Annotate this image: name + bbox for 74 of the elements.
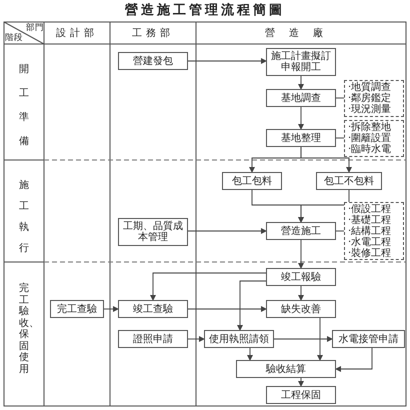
process-box xyxy=(266,129,336,147)
box-label: 營造施工 xyxy=(281,226,321,236)
list-item: ‧地質調查 xyxy=(348,82,392,93)
process-box xyxy=(316,172,382,190)
box-label: 竣工查驗 xyxy=(133,304,173,314)
arrow xyxy=(298,106,304,130)
arrow xyxy=(335,348,372,372)
box-label: 基地調查 xyxy=(281,92,321,104)
arrow xyxy=(188,336,205,342)
process-box xyxy=(266,386,336,404)
stage-label: 施工執行 xyxy=(19,178,29,256)
arrow xyxy=(274,336,333,342)
arrow xyxy=(298,76,304,90)
process-box xyxy=(266,300,336,318)
process-box xyxy=(204,330,274,348)
arrow xyxy=(150,272,266,301)
list-item: ‧假設工程 xyxy=(348,204,392,214)
process-box xyxy=(118,330,188,348)
box-label: 使用執照請領 xyxy=(209,334,269,344)
arrow xyxy=(247,348,253,361)
arrow xyxy=(237,280,266,331)
process-box xyxy=(50,300,104,318)
box-label: 水電接管申請 xyxy=(338,334,398,344)
box-label: 證照申請 xyxy=(133,334,173,344)
process-box xyxy=(222,172,282,190)
stage-label: 開工準備 xyxy=(19,63,29,149)
arrow xyxy=(188,228,267,234)
process-box xyxy=(332,330,405,348)
process-box xyxy=(266,89,336,107)
arrow xyxy=(298,240,304,269)
box-label: 工程保固 xyxy=(281,390,321,400)
arrow xyxy=(298,378,304,387)
arrow xyxy=(298,286,304,301)
list-item: ‧圍籬設置 xyxy=(348,133,392,144)
box-label: 包工包料 xyxy=(232,176,272,186)
header-label: 階段 xyxy=(5,34,23,42)
process-box xyxy=(266,268,336,286)
box-label: 完工查驗 xyxy=(57,304,97,314)
column-header: 營造廠 xyxy=(264,28,338,39)
process-box xyxy=(118,52,188,70)
list-item: ‧現況測量 xyxy=(348,104,392,115)
list-item: ‧結構工程 xyxy=(348,226,392,236)
header-label: 部門 xyxy=(26,24,44,32)
box-label: 施工計畫擬訂申報開工 xyxy=(270,51,332,73)
column-header: 設計部 xyxy=(55,28,99,39)
arrow xyxy=(317,318,323,361)
box-label: 缺失改善 xyxy=(281,304,321,314)
list-item: ‧基礎工程 xyxy=(348,214,392,226)
box-label: 基地整理 xyxy=(281,132,321,144)
process-box xyxy=(266,48,336,76)
box-label: 營建發包 xyxy=(133,56,173,66)
arrow xyxy=(104,306,119,312)
list-item: ‧臨時水電 xyxy=(348,144,392,155)
note-box xyxy=(344,202,404,260)
process-box xyxy=(118,218,188,246)
arrow xyxy=(188,58,267,64)
diagram-title: 營造施工管理流程簡圖 xyxy=(124,4,286,18)
arrow xyxy=(298,190,350,223)
process-box xyxy=(236,360,336,378)
box-label: 驗收結算 xyxy=(266,364,306,374)
process-box xyxy=(118,300,188,318)
column-header: 工務部 xyxy=(131,28,175,39)
box-label: 竣工報驗 xyxy=(281,272,321,282)
box-label: 工期、品質成本管理 xyxy=(122,221,184,243)
box-label: 包工不包料 xyxy=(324,176,374,186)
list-item: ‧拆除整地 xyxy=(348,122,392,133)
list-item: ‧裝修工程 xyxy=(348,248,392,258)
arrow xyxy=(300,146,352,173)
process-box xyxy=(266,222,336,240)
note-box xyxy=(344,80,404,117)
list-item: ‧水電工程 xyxy=(348,236,392,248)
note-box xyxy=(344,120,404,157)
list-item: ‧鄰房鑑定 xyxy=(348,93,392,104)
arrow xyxy=(188,306,267,312)
